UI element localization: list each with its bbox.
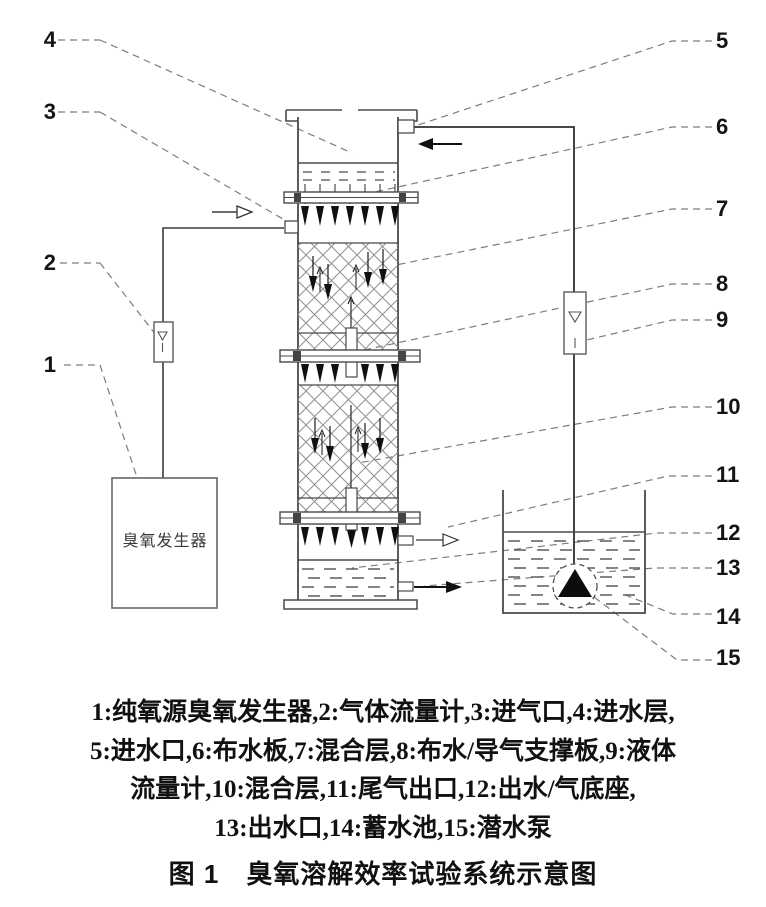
water-line: [414, 126, 575, 565]
callout-6: 6: [716, 114, 729, 139]
callout-12: 12: [716, 520, 741, 545]
callout-2: 2: [43, 250, 56, 275]
mixing-layer-1: [298, 242, 398, 378]
water-flow-arrow-icon: [418, 138, 433, 150]
ozone-generator-label: 臭氧发生器: [122, 533, 208, 550]
callout-13: 13: [716, 555, 741, 580]
gas-line: [162, 205, 284, 478]
callout-8: 8: [716, 271, 729, 296]
reservoir-tank: [502, 490, 646, 614]
callout-14: 14: [716, 604, 741, 629]
float-icon: [568, 311, 582, 324]
support-plate-1: [279, 349, 421, 363]
water-inlet-port: [397, 119, 415, 134]
submersible-pump: [552, 563, 598, 609]
callout-9: 9: [716, 307, 729, 332]
caption-line-2: 5:进水口,6:布水板,7:混合层,8:布水/导气支撑板,9:液体: [89, 737, 677, 765]
ozone-generator-box: [111, 477, 218, 609]
spray-arrows-top: [301, 206, 399, 226]
schematic-svg: [58, 39, 712, 661]
spray-arrows-mid: [301, 364, 399, 383]
caption-line-1: 1:纯氧源臭氧发生器,2:气体流量计,3:进气口,4:进水层,: [91, 699, 675, 726]
callout-4: 4: [43, 27, 56, 52]
contact-column: [279, 109, 462, 610]
column-bottom-flange: [283, 599, 418, 610]
figure-title: 图 1 臭氧溶解效率试验系统示意图: [168, 859, 598, 889]
spray-arrows-bottom: [301, 527, 399, 546]
callout-10: 10: [716, 394, 741, 419]
mixing-layer-2: [298, 384, 398, 548]
gas-flow-meter: [153, 321, 174, 363]
outlet-base-plate: [279, 511, 421, 525]
liquid-flow-meter: [563, 291, 587, 355]
gas-flow-arrow-icon: [236, 205, 254, 219]
column-top-flange: [285, 109, 418, 122]
gas-inlet-port: [284, 220, 299, 234]
callout-15: 15: [716, 645, 741, 670]
callout-11: 11: [716, 462, 740, 487]
tail-gas-outlet: [397, 533, 460, 547]
callout-3: 3: [43, 99, 56, 124]
column-water-pool: [298, 559, 398, 597]
water-outlet: [397, 581, 462, 593]
distribution-plate: [283, 191, 419, 204]
callout-7: 7: [716, 196, 729, 221]
pump-impeller-icon: [558, 569, 592, 597]
caption-line-3: 流量计,10:混合层,11:尾气出口,12:出水/气底座,: [130, 776, 636, 803]
callout-1: 1: [43, 352, 56, 377]
callout-5: 5: [716, 28, 729, 53]
tail-gas-arrow-icon: [442, 533, 460, 547]
caption-line-4: 13:出水口,14:蓄水池,15:潜水泵: [214, 814, 552, 842]
outlet-flow-arrow-icon: [446, 581, 462, 593]
callout-leader-lines: [58, 39, 712, 661]
figure-caption: 1:纯氧源臭氧发生器,2:气体流量计,3:进气口,4:进水层, 5:进水口,6:…: [0, 694, 766, 891]
float-icon: [157, 331, 168, 342]
